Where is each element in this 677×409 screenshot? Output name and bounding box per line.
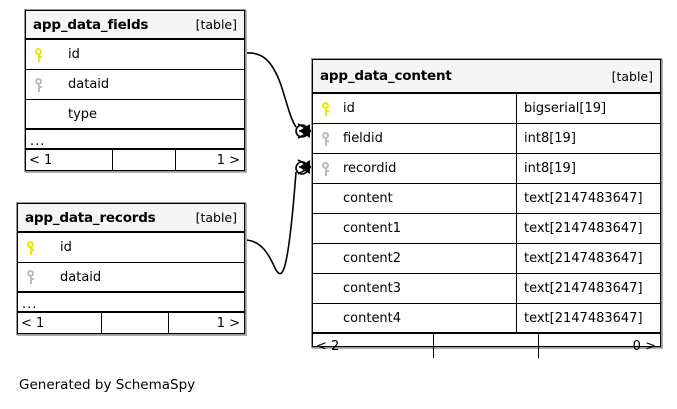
column-name-cell: dataid (18, 263, 244, 291)
table-header: app_data_content [table] (313, 60, 660, 94)
relationship-records-to-content-recordid (245, 159, 312, 275)
column-type: int8[19] (524, 161, 576, 176)
column-name-cell: type (26, 100, 244, 128)
table-row[interactable]: dataid (18, 263, 244, 293)
table-row[interactable]: content4 text[2147483647] (313, 304, 660, 334)
crows-foot-marker (297, 159, 312, 175)
more-columns-indicator: ... (26, 130, 244, 150)
table-row[interactable]: id bigserial[19] (313, 94, 660, 124)
cardinality-zero-marker (295, 161, 309, 175)
footer-middle (434, 334, 539, 358)
footer-middle (102, 313, 170, 334)
column-label: content (343, 191, 393, 206)
table-header: app_data_fields [table] (26, 11, 244, 40)
table-name: app_data_fields (33, 16, 149, 33)
primary-key-icon (34, 47, 54, 62)
table-app-data-records[interactable]: app_data_records [table] id dataid (16, 202, 246, 335)
table-footer: < 1 1 > (26, 150, 244, 171)
column-type: text[2147483647] (524, 310, 643, 326)
column-label: content4 (343, 310, 402, 326)
table-type-tag: [table] (611, 68, 653, 84)
footer-incoming-count: < 1 (26, 150, 114, 171)
table-header: app_data_records [table] (18, 204, 244, 233)
column-name-cell: id (18, 233, 244, 262)
table-row[interactable]: content1 text[2147483647] (313, 214, 660, 244)
table-row[interactable]: type (26, 100, 244, 130)
column-name-cell: content (313, 184, 517, 213)
footer-incoming-count: < 1 (18, 313, 102, 334)
table-footer: < 1 1 > (18, 313, 244, 334)
foreign-key-icon (321, 131, 341, 146)
footer-middle (113, 150, 177, 171)
table-row[interactable]: content text[2147483647] (313, 184, 660, 214)
relationship-fields-to-content-fieldid (245, 52, 312, 139)
primary-key-icon (321, 101, 341, 116)
column-name-cell: id (313, 94, 517, 123)
table-row[interactable]: content2 text[2147483647] (313, 244, 660, 274)
primary-key-icon (26, 240, 46, 255)
table-row[interactable]: recordid int8[19] (313, 154, 660, 184)
column-name-cell: content3 (313, 274, 517, 303)
table-name: app_data_content (320, 68, 452, 84)
column-label: dataid (60, 269, 102, 285)
column-label: fieldid (343, 131, 383, 146)
column-type: text[2147483647] (524, 251, 643, 266)
column-label: id (60, 240, 72, 255)
column-label: content2 (343, 251, 402, 266)
column-label: recordid (343, 161, 397, 176)
table-type-tag: [table] (195, 210, 237, 225)
table-type-tag: [table] (195, 17, 237, 32)
column-name-cell: dataid (26, 70, 244, 99)
column-name-cell: id (26, 40, 244, 69)
column-label: content1 (343, 221, 402, 236)
footer-outgoing-count: 1 > (216, 316, 240, 331)
column-name-cell: content4 (313, 304, 517, 332)
foreign-key-icon (321, 161, 341, 176)
footer-outgoing-count: 1 > (216, 153, 240, 168)
column-name-cell: content1 (313, 214, 517, 243)
column-label: type (68, 106, 98, 122)
table-body: app_data_content [table] id bigserial[19… (312, 59, 661, 358)
cardinality-zero-marker (295, 124, 309, 138)
crows-foot-marker (297, 123, 312, 139)
generator-caption: Generated by SchemaSpy (19, 377, 196, 393)
column-label: id (343, 101, 355, 116)
column-type: int8[19] (524, 131, 576, 146)
foreign-key-icon (34, 77, 54, 92)
table-row[interactable]: dataid (26, 70, 244, 100)
table-name: app_data_records (25, 209, 156, 226)
table-row[interactable]: id (26, 40, 244, 70)
column-label: dataid (68, 77, 110, 92)
table-body: app_data_fields [table] id dataid (25, 10, 245, 171)
column-name-cell: fieldid (313, 124, 517, 153)
table-row[interactable]: content3 text[2147483647] (313, 274, 660, 304)
table-row[interactable]: fieldid int8[19] (313, 124, 660, 154)
column-type: text[2147483647] (524, 281, 643, 296)
footer-incoming-count: < 2 (313, 334, 435, 358)
column-type: text[2147483647] (524, 221, 643, 236)
table-footer: < 2 0 > (313, 334, 660, 358)
column-label: id (68, 47, 80, 62)
column-type: bigserial[19] (524, 101, 607, 116)
column-name-cell: content2 (313, 244, 517, 273)
foreign-key-icon (26, 270, 46, 284)
table-app-data-fields[interactable]: app_data_fields [table] id dataid (24, 9, 246, 172)
more-columns-indicator: ... (18, 293, 244, 313)
table-row[interactable]: id (18, 233, 244, 263)
column-type: text[2147483647] (524, 191, 643, 206)
table-app-data-content[interactable]: app_data_content [table] id bigserial[19… (311, 58, 662, 358)
column-label: content3 (343, 281, 402, 296)
column-name-cell: recordid (313, 154, 517, 183)
footer-outgoing-count: 0 > (632, 338, 656, 354)
table-body: app_data_records [table] id dataid (17, 203, 245, 334)
